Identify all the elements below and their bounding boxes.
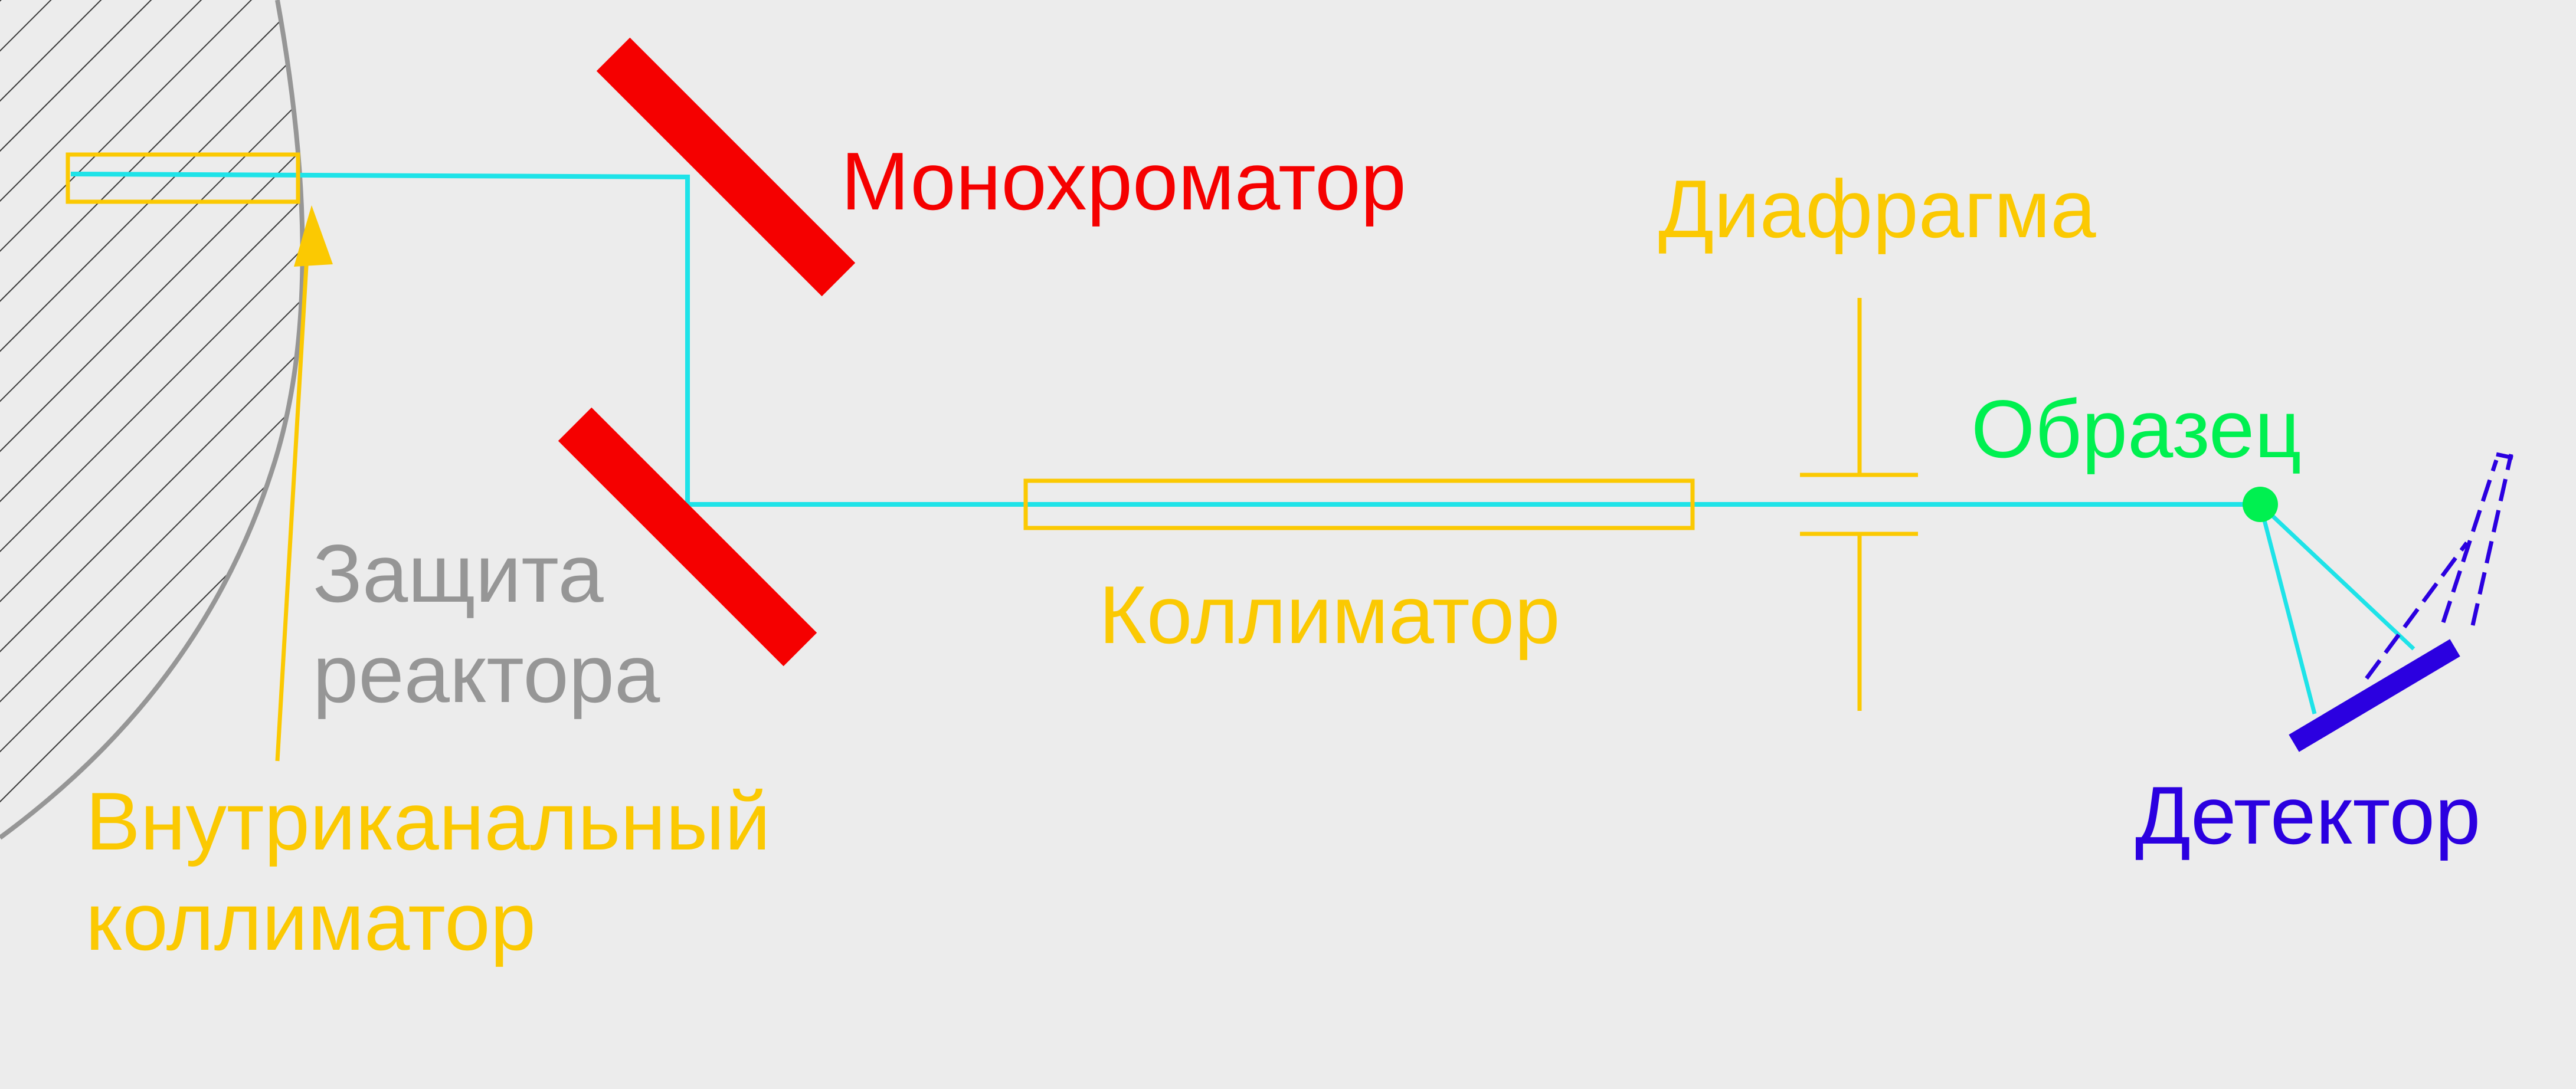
collimator-label: Коллиматор xyxy=(1099,569,1560,661)
diaphragm-label: Диафрагма xyxy=(1658,163,2096,255)
monochromator-label: Монохроматор xyxy=(841,136,1406,227)
reactor-shield xyxy=(0,0,305,840)
shield-label-line1: Защита xyxy=(313,528,604,619)
detector xyxy=(2289,639,2460,752)
inner-collimator xyxy=(66,152,300,204)
collimator xyxy=(1023,478,1695,530)
sample-label: Образец xyxy=(1971,383,2302,475)
neutron-beam xyxy=(70,172,2260,507)
inner-collimator-arrow xyxy=(275,205,333,762)
detector-label: Детектор xyxy=(2135,770,2480,861)
inner-collimator-label-line2: коллиматор xyxy=(86,876,536,967)
monochromator-crystal-lower xyxy=(558,407,817,667)
monochromator-crystal-upper xyxy=(596,37,856,297)
inner-collimator-label-line1: Внутриканальный xyxy=(86,776,771,867)
sample xyxy=(2243,487,2278,522)
detector-alternate-position xyxy=(2365,452,2513,680)
diaphragm xyxy=(1800,298,1918,711)
shield-label-line2: реактора xyxy=(313,628,660,720)
